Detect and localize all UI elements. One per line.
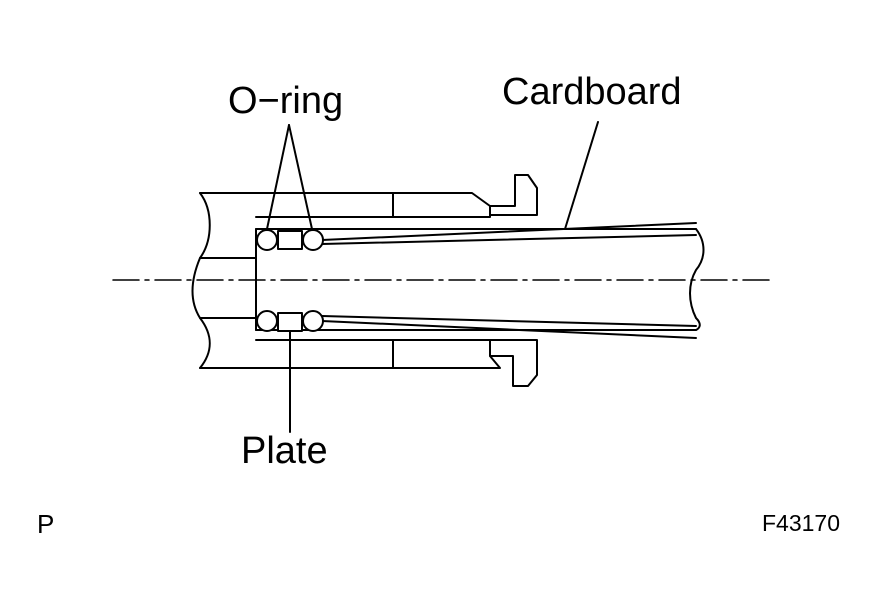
cardboard-leader: [564, 121, 599, 230]
plate-top: [277, 230, 303, 250]
plate-label: Plate: [241, 430, 328, 472]
o-ring-top-right: [302, 229, 324, 251]
o-ring-leader-right: [288, 124, 313, 230]
shaft: [255, 228, 705, 331]
leader-lines: [266, 121, 599, 433]
cardboard-label: Cardboard: [502, 71, 682, 113]
o-ring-leader-left: [266, 124, 290, 230]
figure-id: F43170: [762, 510, 841, 536]
o-ring-top-left: [256, 229, 278, 251]
o-ring-label: O−ring: [228, 80, 344, 122]
plate-bottom: [277, 312, 303, 332]
o-ring-bottom-right: [302, 310, 324, 332]
cardboard-sheets: [321, 222, 697, 339]
top-flange: [489, 174, 538, 216]
o-ring-bottom-left: [256, 310, 278, 332]
bottom-flange: [489, 339, 538, 387]
corner-mark: P: [37, 509, 55, 539]
